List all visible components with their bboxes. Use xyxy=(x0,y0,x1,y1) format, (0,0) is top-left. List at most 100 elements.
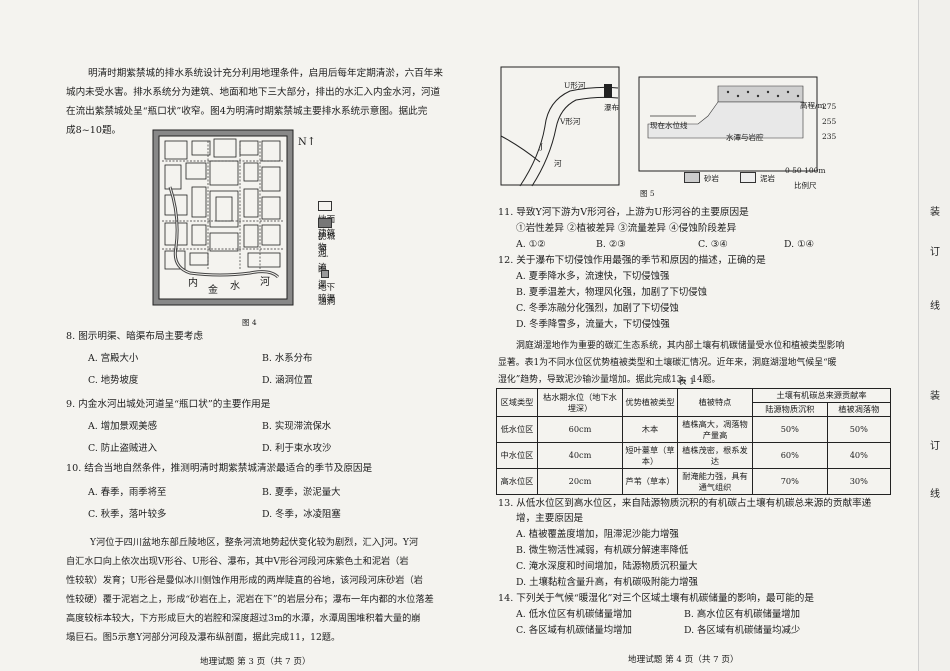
table-cell: 40cm xyxy=(537,442,623,469)
table-cell: 高水位区 xyxy=(496,468,538,495)
river-char: 河 xyxy=(260,277,270,288)
river-char: 内 xyxy=(188,278,198,289)
option-b[interactable]: B. 微生物活性减弱，有机碳分解速率降低 xyxy=(516,545,689,556)
question-stem: 10. 结合当地自然条件，推测明清时期紫禁城清淤最适合的季节及原因是 xyxy=(66,463,373,474)
table-header: 区域类型 xyxy=(496,388,538,417)
option-c[interactable]: C. 各区域有机碳储量均增加 xyxy=(516,625,632,636)
north-arrow: N↑ xyxy=(298,135,316,148)
table-header: 土壤有机碳总来源贡献率 xyxy=(752,388,891,403)
page-footer: 地理试题 第 3 页（共 7 页） xyxy=(200,657,311,667)
map-label: V形河 xyxy=(560,117,581,126)
option-a[interactable]: A. 春季，雨季将至 xyxy=(88,487,167,498)
option-b[interactable]: B. 实现滞流保水 xyxy=(262,421,332,432)
option-d[interactable]: D. 利于束水攻沙 xyxy=(262,443,332,454)
river-char: 金 xyxy=(208,285,218,296)
question-stem: 13. 从低水位区到高水位区，来自陆源物质沉积的有机碳占土壤有机碳总来源的贡献率… xyxy=(498,498,872,509)
table-row: 高水位区 20cm 芦苇（草本） 耐淹能力强，具有通气组织 70% 30% xyxy=(496,468,892,495)
map-label: U形河 xyxy=(564,81,586,90)
table-cell: 耐淹能力强，具有通气组织 xyxy=(677,468,753,495)
waterfall-profile xyxy=(638,76,818,172)
table-header: 植被特点 xyxy=(677,388,753,417)
scale-label: 0 50 100m xyxy=(785,166,826,175)
table-subheader: 陆源物质沉积 xyxy=(752,402,828,417)
elevation-tick: 235 xyxy=(822,132,837,141)
option-c[interactable]: C. 冬季冻融分化强烈，加剧了下切侵蚀 xyxy=(516,303,679,314)
river-icon: 〰 xyxy=(318,235,327,245)
question-stem: 8. 图示明渠、暗渠布局主要考虑 xyxy=(66,331,203,342)
option-d[interactable]: D. 冬季降雪多，流量大，下切侵蚀强 xyxy=(516,319,670,330)
legend-label: 砂岩 xyxy=(704,174,719,183)
question-stem: 12. 关于瀑布下切侵蚀作用最强的季节和原因的描述，正确的是 xyxy=(498,255,766,266)
figure-caption: 图 4 xyxy=(242,318,257,327)
table-cell: 植株茂密，根系发达 xyxy=(677,442,753,469)
passage-line: 自汇水口向上依次出现V形谷、U形谷、瀑布，其中V形谷河段河床紫色土和泥岩（岩 xyxy=(66,556,409,567)
figure-5: U形河 瀑布 V形河 J 河 高程/m 275 255 235 现在水位线 水潭… xyxy=(500,60,860,198)
profile-label: 现在水位线 xyxy=(650,121,688,130)
map-label: 瀑布 xyxy=(604,103,619,112)
elevation-tick: 255 xyxy=(822,117,837,126)
legend-item: 地下涵洞 xyxy=(318,267,337,307)
option-d[interactable]: D. ①④ xyxy=(784,239,814,250)
legend-label: 地下涵洞 xyxy=(318,283,336,307)
option-d[interactable]: D. 各区域有机碳储量均减少 xyxy=(684,625,801,636)
legend-label: 河流 xyxy=(318,249,327,273)
figure-caption: 图 5 xyxy=(640,189,655,198)
table-row: 低水位区 60cm 木本 植株高大，凋落物产量高 50% 50% xyxy=(496,416,892,443)
table-cell: 30% xyxy=(826,468,892,495)
option-d[interactable]: D. 冬季，冰凌阻塞 xyxy=(262,509,341,520)
map-label: 河 xyxy=(554,159,562,168)
binding-char: 线 xyxy=(930,301,940,312)
option-c[interactable]: C. 防止盗贼进入 xyxy=(88,443,158,454)
passage-line: Y河位于四川盆地东部丘陵地区，整条河流地势起伏变化较为剧烈，汇入J河。Y河 xyxy=(90,537,419,548)
option-c[interactable]: C. 地势坡度 xyxy=(88,375,139,386)
option-b[interactable]: B. 夏季，淤泥量大 xyxy=(262,487,341,498)
table-cell: 20cm xyxy=(537,468,623,495)
table-header: 优势植被类型 xyxy=(622,388,678,417)
sandstone-icon xyxy=(684,172,700,183)
y-river-map xyxy=(500,66,620,187)
table-header: 枯水期水位（地下水埋深） xyxy=(537,388,623,417)
river-char: 水 xyxy=(230,281,240,292)
passage-line: 洞庭湖湿地作为重要的碳汇生态系统，其内部土壤有机碳储量受水位和植被类型影响 xyxy=(516,341,845,351)
moat-icon xyxy=(318,217,332,228)
legend-item: ┄┄明渠、暗渠 xyxy=(318,250,335,304)
legend-label: 护城河 xyxy=(318,232,336,256)
culvert-icon xyxy=(321,269,329,278)
question-stem: 14. 下列关于气候“暖湿化”对三个区域土壤有机碳储量的影响，最可能的是 xyxy=(498,593,814,604)
table-row: 中水位区 40cm 短叶薹草（草本） 植株茂密，根系发达 60% 40% xyxy=(496,442,892,469)
building-icon xyxy=(318,200,332,211)
legend-label: 泥岩 xyxy=(760,174,775,183)
intro-line: 城内未受水害。排水系统分为建筑、地面和地下三大部分，排出的水汇入内金水河，河道 xyxy=(66,87,441,98)
drain-channels xyxy=(162,141,284,269)
table-cell: 40% xyxy=(826,442,892,469)
option-b[interactable]: B. ②③ xyxy=(596,239,626,250)
page-footer: 地理试题 第 4 页（共 7 页） xyxy=(628,655,739,665)
option-c[interactable]: C. 淹水深度和时间增加，陆源物质沉积量大 xyxy=(516,561,698,572)
option-b[interactable]: B. 高水位区有机碳储量增加 xyxy=(684,609,800,620)
binding-char: 订 xyxy=(930,247,940,258)
table-cell: 60% xyxy=(752,442,828,469)
passage-line: 性较硬）覆于泥岩之上，形成“砂岩在上，泥岩在下”的岩层分布；瀑布一年内都的水位落… xyxy=(66,594,434,605)
option-a[interactable]: A. 植被覆盖度增加，阻滞泥沙能力增强 xyxy=(516,529,679,540)
option-b[interactable]: B. 夏季温差大，物理风化强，加剧了下切侵蚀 xyxy=(516,287,707,298)
legend-item: 〰河流 xyxy=(318,233,335,273)
table-cell: 木本 xyxy=(622,416,678,443)
option-d[interactable]: D. 涵洞位置 xyxy=(262,375,313,386)
option-a[interactable]: A. 宫殿大小 xyxy=(88,353,139,364)
option-a[interactable]: A. 增加景观美感 xyxy=(88,421,157,432)
left-page: 明清时期紫禁城的排水系统设计充分利用地理条件，启用后每年定期清淤，六百年来 城内… xyxy=(66,68,443,667)
option-b[interactable]: B. 水系分布 xyxy=(262,353,313,364)
question-stem: 11. 导致Y河下游为V形河谷，上游为U形河谷的主要原因是 xyxy=(498,207,749,218)
profile-label: 水潭与岩腔 xyxy=(726,133,764,142)
option-c[interactable]: C. 秋季，落叶较多 xyxy=(88,509,167,520)
option-a[interactable]: A. 低水位区有机碳储量增加 xyxy=(516,609,632,620)
option-a[interactable]: A. 夏季降水多，流速快，下切侵蚀强 xyxy=(516,271,670,282)
profile-label: 高程/m xyxy=(800,101,825,110)
option-d[interactable]: D. 土壤黏粒含量升高，有机碳吸附能力增强 xyxy=(516,577,698,588)
option-a[interactable]: A. ①② xyxy=(516,239,546,250)
passage-line: 塌巨石。图5示意Y河部分河段及瀑布纵剖面，据此完成11，12题。 xyxy=(66,632,341,643)
passage-line: 显著。表1为不同水位区优势植被类型和土壤碳汇情况。近年来，洞庭湖湿地气候呈“暖 xyxy=(498,358,837,368)
table-cell: 50% xyxy=(752,416,828,443)
table-cell: 芦苇（草本） xyxy=(622,468,678,495)
option-c[interactable]: C. ③④ xyxy=(698,239,728,250)
